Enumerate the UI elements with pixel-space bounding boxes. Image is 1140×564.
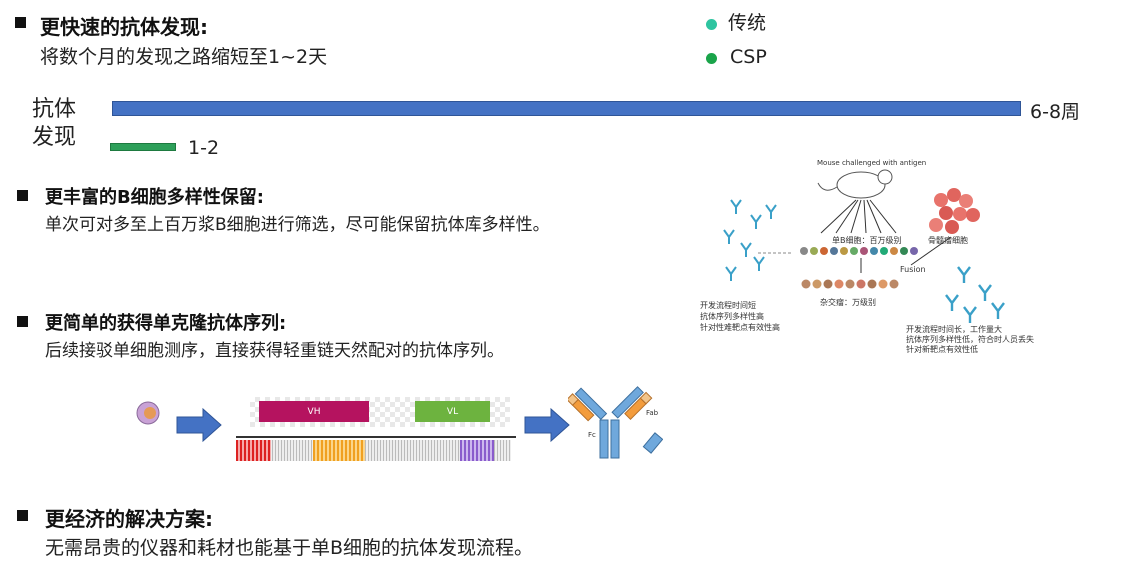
antibody-fc-label: Fc [588, 431, 596, 439]
mouse-icon [817, 169, 893, 199]
diagram-svg [723, 169, 1005, 323]
section-1-body: 将数个月的发现之路缩短至1~2天 [40, 46, 328, 68]
section-2-body: 单次可对多至上百万浆B细胞进行筛选，尽可能保留抗体库多样性。 [45, 215, 550, 235]
bar-axis-label-line2: 发现 [32, 125, 77, 150]
sequence-divider [236, 436, 516, 438]
left-note-3: 针对性难靶点有效性高 [700, 323, 780, 332]
legend-dot-csp [706, 53, 717, 64]
legend-dot-traditional [706, 19, 717, 30]
arrow-right-icon [176, 407, 222, 443]
b-cell-row [800, 247, 918, 255]
antibody-structure-icon [568, 386, 663, 459]
myeloma-label: 骨髓瘤细胞 [928, 236, 968, 245]
legend-label-csp: CSP [730, 46, 767, 68]
bar-csp-value: 1-2 [188, 137, 220, 159]
hybridoma-diagram: Mouse challenged with antigen 单B细胞：百万级别 … [696, 155, 1060, 355]
antibody-cloud-left [723, 199, 777, 281]
hybridoma-label: 杂交瘤：万级别 [820, 298, 876, 307]
bar-csp [110, 143, 176, 151]
left-note-2: 抗体序列多样性高 [700, 312, 764, 321]
fusion-label: Fusion [900, 265, 926, 274]
section-4-title: 更经济的解决方案: [45, 507, 213, 531]
bar-traditional-value: 6-8周 [1030, 101, 1081, 123]
antibody-cloud-right [945, 266, 1005, 323]
bar-axis-label-line1: 抗体 [32, 97, 77, 122]
section-4-body: 无需昂贵的仪器和耗材也能基于单B细胞的抗体发现流程。 [45, 537, 534, 559]
legend-label-traditional: 传统 [728, 12, 767, 34]
sequence-highlight-orange [313, 440, 365, 461]
bullet-square [17, 190, 28, 201]
section-2-title: 更丰富的B细胞多样性保留: [45, 187, 264, 208]
section-3-body: 后续接驳单细胞测序，直接获得轻重链天然配对的抗体序列。 [45, 341, 504, 361]
bullet-square [15, 17, 26, 28]
arrow-right-icon [524, 407, 570, 443]
sequence-rows [236, 440, 511, 461]
vh-region: VH [259, 401, 369, 422]
sequence-highlight-purple [460, 440, 494, 461]
bar-traditional [112, 101, 1021, 116]
vl-region: VL [415, 401, 490, 422]
right-note-3: 针对新靶点有效性低 [906, 345, 978, 354]
hybridoma-row [801, 279, 899, 289]
right-note-1: 开发流程时间长，工作量大 [906, 325, 1002, 334]
section-3-title: 更简单的获得单克隆抗体序列: [45, 313, 287, 334]
right-note-2: 抗体序列多样性低，符合时人员丢失 [906, 335, 1034, 344]
antibody-fab-label: Fab [646, 409, 659, 417]
bullet-square [17, 316, 28, 327]
left-note-1: 开发流程时间短 [700, 301, 756, 310]
sequence-highlight-red [236, 440, 271, 461]
section-1-title: 更快速的抗体发现: [40, 15, 208, 39]
mouse-caption: Mouse challenged with antigen [817, 159, 927, 167]
bullet-square [17, 510, 28, 521]
single-b-cell-icon [136, 401, 160, 425]
b-cell-label: 单B细胞：百万级别 [832, 236, 902, 245]
myeloma-cells [929, 188, 980, 234]
